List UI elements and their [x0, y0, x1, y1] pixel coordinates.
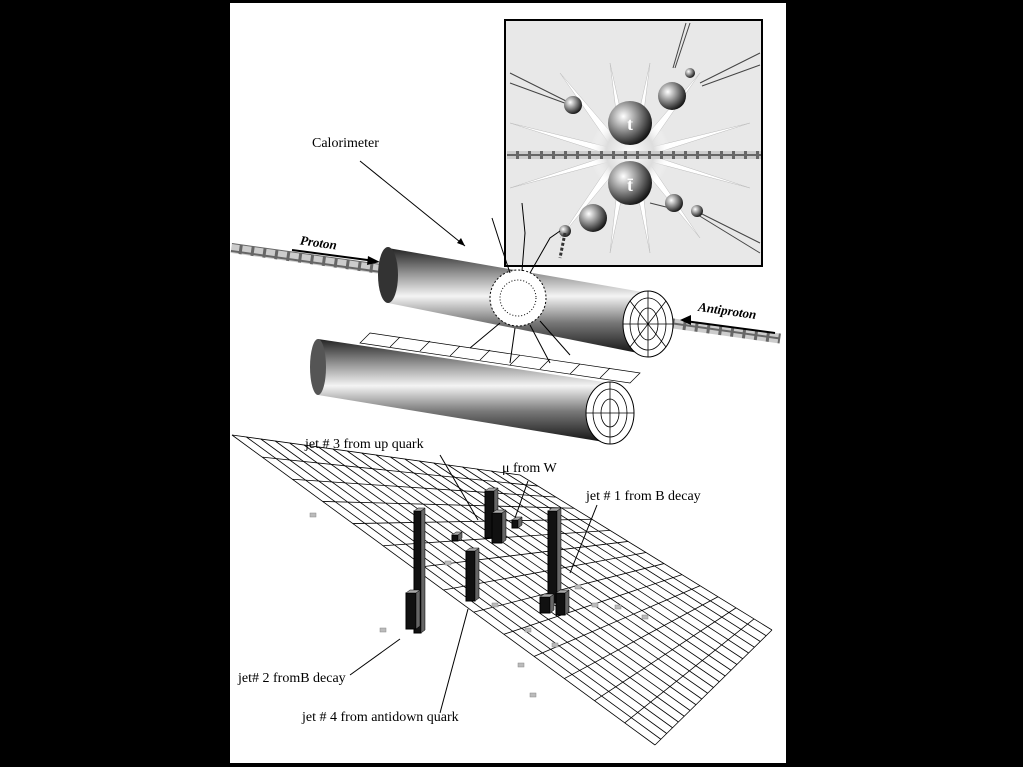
calorimeter-lower-half: [310, 332, 641, 445]
b-antiquark-ball: [665, 194, 683, 212]
inset-beam-line: [507, 151, 761, 159]
jet4-label: jet # 4 from antidown quark: [302, 710, 459, 725]
top-quark-symbol: t: [627, 114, 633, 134]
jet2-label: jet# 2 fromB decay: [238, 671, 346, 686]
antitop-quark-ball: [608, 161, 652, 205]
jet1-label: jet # 1 from B decay: [586, 489, 701, 504]
w-minus-boson-ball: [579, 204, 607, 232]
top-quark-ball: [608, 101, 652, 145]
calorimeter-upper-half: [378, 247, 674, 358]
mu-from-w-label: μ from W: [502, 461, 557, 476]
jet3-label: jet # 3 from up quark: [305, 437, 424, 452]
jet3-pointer: [439, 454, 479, 521]
inset-top-quark-event: t t̄: [504, 19, 763, 267]
proton-beam: [230, 243, 381, 274]
lego-plot-grid: [231, 434, 773, 746]
jet1-pointer: [569, 504, 598, 574]
energy-towers: [309, 487, 649, 698]
w-boson-ball: [658, 82, 686, 110]
antiproton-beam: [668, 318, 781, 344]
diagram-panel: t t̄: [230, 3, 786, 763]
calorimeter-pointer: [359, 160, 466, 247]
b-quark-ball: [564, 96, 582, 114]
detector-diagram: t t̄: [230, 19, 781, 746]
antitop-quark-symbol: t̄: [627, 175, 633, 195]
jet2-pointer: [349, 638, 401, 676]
mu-pointer: [514, 480, 529, 519]
jet4-pointer: [439, 608, 469, 714]
calorimeter-label: Calorimeter: [312, 136, 379, 151]
